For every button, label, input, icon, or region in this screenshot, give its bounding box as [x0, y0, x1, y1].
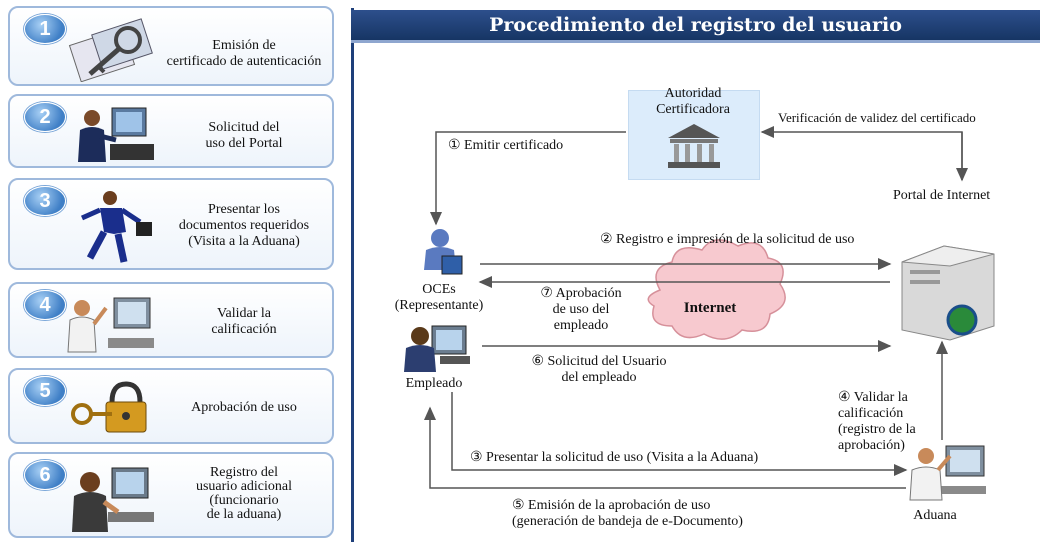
step-number-badge: 5	[24, 376, 66, 406]
register-print-label: ② Registro e impresión de la solicitud d…	[600, 232, 855, 247]
step-3-box: 3 Presentar los documentos requeridos (V…	[8, 178, 334, 270]
key-padlock-icon	[71, 381, 147, 433]
step-number-badge: 4	[24, 290, 66, 320]
employee-icon	[404, 325, 470, 372]
officer-at-desk-icon	[67, 297, 154, 353]
issue-approval-label: ⑤ Emisión de la aprobación de uso (gener…	[512, 498, 743, 530]
approval-employee-line1: ⑦ Aprobación	[540, 286, 622, 301]
step-number-badge: 2	[24, 102, 66, 132]
issue-certificate-label: ① Emitir certificado	[448, 138, 564, 153]
user-request-line1: ⑥ Solicitud del Usuario	[531, 354, 667, 369]
step-2-box: 2 Solicitud del uso del Portal	[8, 94, 334, 168]
step-4-label-line2: calificación	[211, 322, 277, 337]
approval-employee-line2: de uso del	[552, 302, 610, 317]
step-2-label-line1: Solicitud del	[208, 120, 280, 135]
validate-line1: ④ Validar la	[838, 390, 908, 405]
authority-label-line2: Certificadora	[656, 102, 730, 117]
step-6-box: 6 Registro del usuario adicional (funcio…	[8, 452, 334, 538]
step-3-label-line1: Presentar los	[208, 202, 280, 217]
title-divider	[351, 40, 1040, 43]
step-6-label-line2: usuario adicional	[195, 479, 293, 494]
step-3-label-line3: (Visita a la Aduana)	[188, 234, 300, 249]
arrow-issue-approval	[424, 406, 906, 489]
internet-cloud-icon	[647, 239, 786, 340]
arrow-present-request	[451, 392, 908, 476]
step-number-badge: 3	[24, 186, 66, 216]
step-2-label-line2: uso del Portal	[205, 136, 283, 151]
oces-label: OCEs (Representante)	[378, 282, 500, 314]
portal-label: Portal de Internet	[893, 188, 991, 203]
step-4-box: 4 Validar la calificación	[8, 282, 334, 358]
user-request-line2: del empleado	[561, 370, 637, 385]
customs-label: Aduana	[913, 508, 957, 523]
authority-label: Autoridad Certificadora	[628, 86, 758, 118]
validate-line4: aprobación)	[838, 438, 905, 453]
step-5-label: Aprobación de uso	[191, 400, 297, 415]
step-3-label-line2: documentos requeridos	[178, 218, 310, 233]
authority-label-line1: Autoridad	[664, 86, 722, 101]
step-number-badge: 6	[24, 460, 66, 490]
present-request-label: ③ Presentar la solicitud de uso (Visita …	[470, 450, 759, 465]
step-6-label-line3: (funcionario	[209, 493, 279, 508]
step-5-box: 5 Aprobación de uso	[8, 368, 334, 444]
approval-employee-line3: empleado	[553, 318, 609, 333]
step-4-label-line1: Validar la	[216, 306, 272, 321]
oces-representative-icon	[424, 229, 463, 275]
verification-label: Verificación de validez del certificado	[778, 110, 976, 125]
person-at-computer-icon	[78, 107, 154, 162]
oces-label-line2: (Representante)	[394, 298, 484, 313]
server-icon	[901, 245, 995, 341]
step-6-label-line4: de la aduana)	[206, 507, 282, 522]
procedure-panel	[351, 8, 1040, 542]
issue-approval-line2: (generación de bandeja de e-Documento)	[512, 514, 743, 529]
arrow-certificate-verification	[760, 126, 968, 182]
step-1-label-line1: Emisión de	[212, 38, 276, 53]
validate-line3: (registro de la	[838, 422, 916, 437]
internet-label: Internet	[683, 300, 737, 316]
step-6-label-line1: Registro del	[209, 465, 279, 480]
step-1-label-line2: certificado de autenticación	[166, 54, 322, 69]
approval-employee-label: ⑦ Aprobación de uso del empleado	[520, 286, 642, 334]
step-number-badge: 1	[24, 14, 66, 44]
issue-approval-line1: ⑤ Emisión de la aprobación de uso	[512, 498, 711, 513]
validate-label: ④ Validar la calificación (registro de l…	[838, 390, 916, 454]
employee-label: Empleado	[405, 376, 463, 391]
diagram-title: Procedimiento del registro del usuario	[351, 10, 1040, 40]
step-1-box: 1 Emisión de certificado de autenticació…	[8, 6, 334, 86]
walking-businessman-icon	[80, 191, 152, 263]
bank-building-icon	[668, 124, 720, 168]
person-typing-icon	[72, 467, 154, 532]
oces-label-line1: OCEs	[422, 282, 456, 297]
user-request-label: ⑥ Solicitud del Usuario del empleado	[506, 354, 692, 386]
validate-line2: calificación	[838, 406, 904, 421]
customs-officer-icon	[909, 445, 986, 501]
arrow-issue-certificate	[430, 131, 626, 226]
certificate-key-icon	[68, 18, 153, 82]
